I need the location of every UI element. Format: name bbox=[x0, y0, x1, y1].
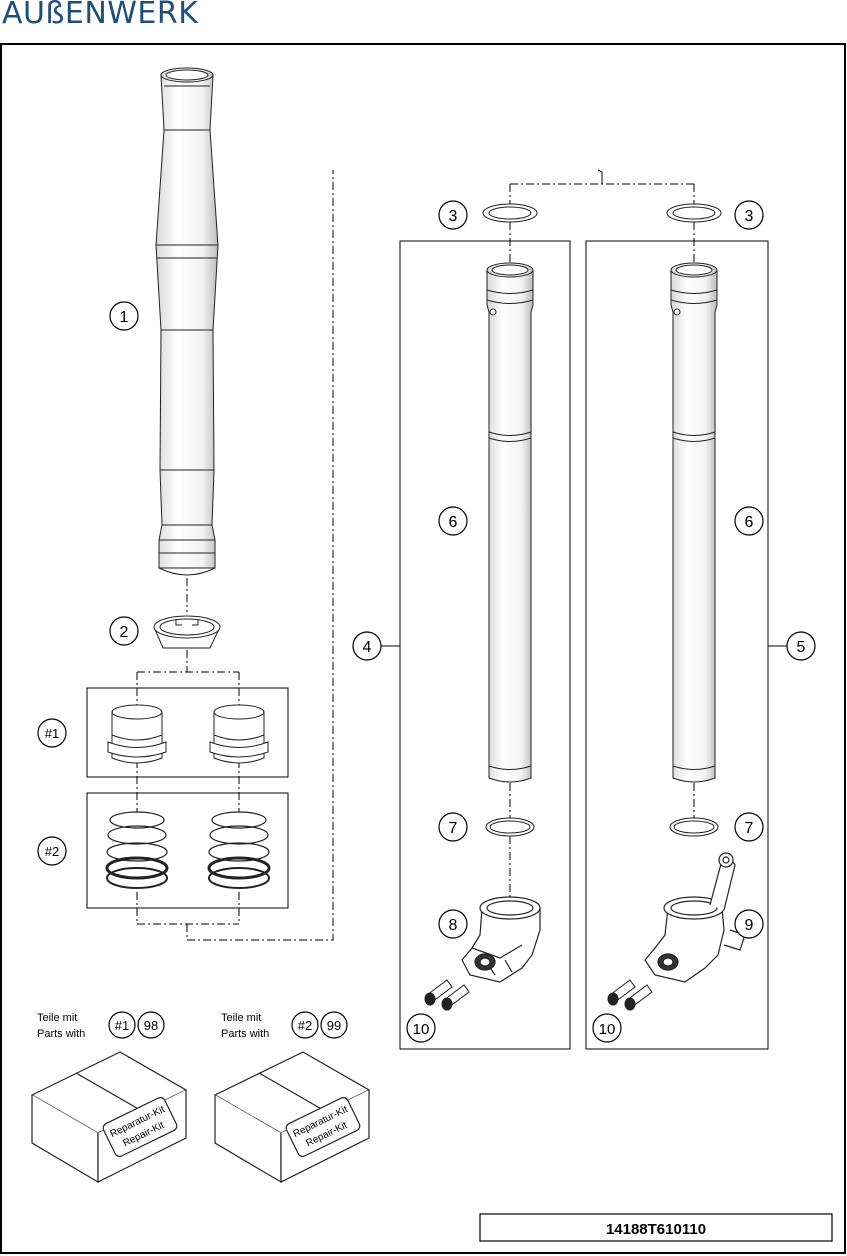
svg-text:1: 1 bbox=[120, 309, 129, 326]
svg-text:Teile mit: Teile mit bbox=[221, 1012, 261, 1024]
svg-text:6: 6 bbox=[745, 514, 754, 531]
o-rings bbox=[485, 817, 719, 837]
svg-text:9: 9 bbox=[745, 917, 754, 934]
diagram-frame bbox=[0, 43, 846, 1254]
svg-text:3: 3 bbox=[449, 208, 458, 225]
page-title: AUßENWERK bbox=[2, 0, 199, 31]
kit-note-2: Teile mit Parts with #2 99 bbox=[221, 1011, 348, 1040]
svg-text:Teile mit: Teile mit bbox=[37, 1012, 77, 1024]
callout-kit-1: #1 bbox=[37, 718, 67, 748]
repair-kit-box-1: Reparatur-Kit Repair-Kit bbox=[30, 1051, 188, 1184]
callout-1: 1 bbox=[109, 301, 139, 331]
svg-text:5: 5 bbox=[797, 639, 806, 656]
inner-tube-right bbox=[670, 262, 718, 783]
svg-text:98: 98 bbox=[144, 1018, 158, 1033]
right-leg-frame bbox=[585, 240, 769, 1050]
dust-seals bbox=[482, 203, 722, 223]
kit-1-bushings bbox=[107, 704, 269, 764]
kit-2-frame bbox=[86, 792, 289, 909]
svg-text:#2: #2 bbox=[45, 844, 59, 859]
axle-clamp-right bbox=[644, 852, 746, 983]
callout-2: 2 bbox=[109, 616, 139, 646]
svg-text:4: 4 bbox=[363, 639, 372, 656]
axle-clamp-left bbox=[461, 896, 541, 983]
callout-6-right: 6 bbox=[734, 506, 764, 536]
kit-note-1: Teile mit Parts with #1 98 bbox=[37, 1011, 165, 1040]
clamp-bolts-left bbox=[424, 979, 470, 1011]
svg-text:2: 2 bbox=[120, 624, 129, 641]
left-leg-frame bbox=[399, 240, 571, 1050]
callout-kit-2: #2 bbox=[37, 836, 67, 866]
callout-3-left: 3 bbox=[438, 200, 468, 230]
callout-7-right: 7 bbox=[734, 812, 764, 842]
svg-text:99: 99 bbox=[327, 1018, 341, 1033]
svg-text:#2: #2 bbox=[298, 1018, 312, 1033]
assembly-lines-right bbox=[509, 183, 695, 900]
inner-tube-left bbox=[486, 262, 534, 783]
svg-text:#1: #1 bbox=[45, 726, 59, 741]
callout-8: 8 bbox=[438, 909, 468, 939]
callout-3-right: 3 bbox=[734, 200, 764, 230]
callout-5: 5 bbox=[786, 631, 816, 661]
svg-text:14188T610110: 14188T610110 bbox=[606, 1221, 706, 1238]
callout-9: 9 bbox=[734, 909, 764, 939]
kit-1-frame bbox=[86, 687, 289, 778]
repair-kit-box-2: Reparatur-Kit Repair-Kit bbox=[213, 1051, 371, 1184]
svg-text:3: 3 bbox=[745, 208, 754, 225]
svg-text:#1: #1 bbox=[115, 1018, 129, 1033]
svg-text:10: 10 bbox=[413, 1021, 430, 1038]
svg-text:10: 10 bbox=[599, 1021, 616, 1038]
svg-text:8: 8 bbox=[449, 917, 458, 934]
svg-text:6: 6 bbox=[449, 514, 458, 531]
kit-2-seals bbox=[105, 811, 271, 889]
callout-10-right: 10 bbox=[592, 1013, 622, 1043]
callout-7-left: 7 bbox=[438, 812, 468, 842]
callout-10-left: 10 bbox=[406, 1013, 436, 1043]
drawing-code: 14188T610110 bbox=[479, 1213, 833, 1242]
clamp-bolts-right bbox=[607, 979, 653, 1011]
svg-text:7: 7 bbox=[449, 820, 458, 837]
svg-text:Parts with: Parts with bbox=[37, 1028, 85, 1040]
outer-tube bbox=[155, 67, 219, 576]
svg-text:7: 7 bbox=[745, 820, 754, 837]
bushing-ring bbox=[153, 615, 221, 649]
svg-text:Parts with: Parts with bbox=[221, 1028, 269, 1040]
callout-6-left: 6 bbox=[438, 506, 468, 536]
callout-4: 4 bbox=[352, 631, 382, 661]
